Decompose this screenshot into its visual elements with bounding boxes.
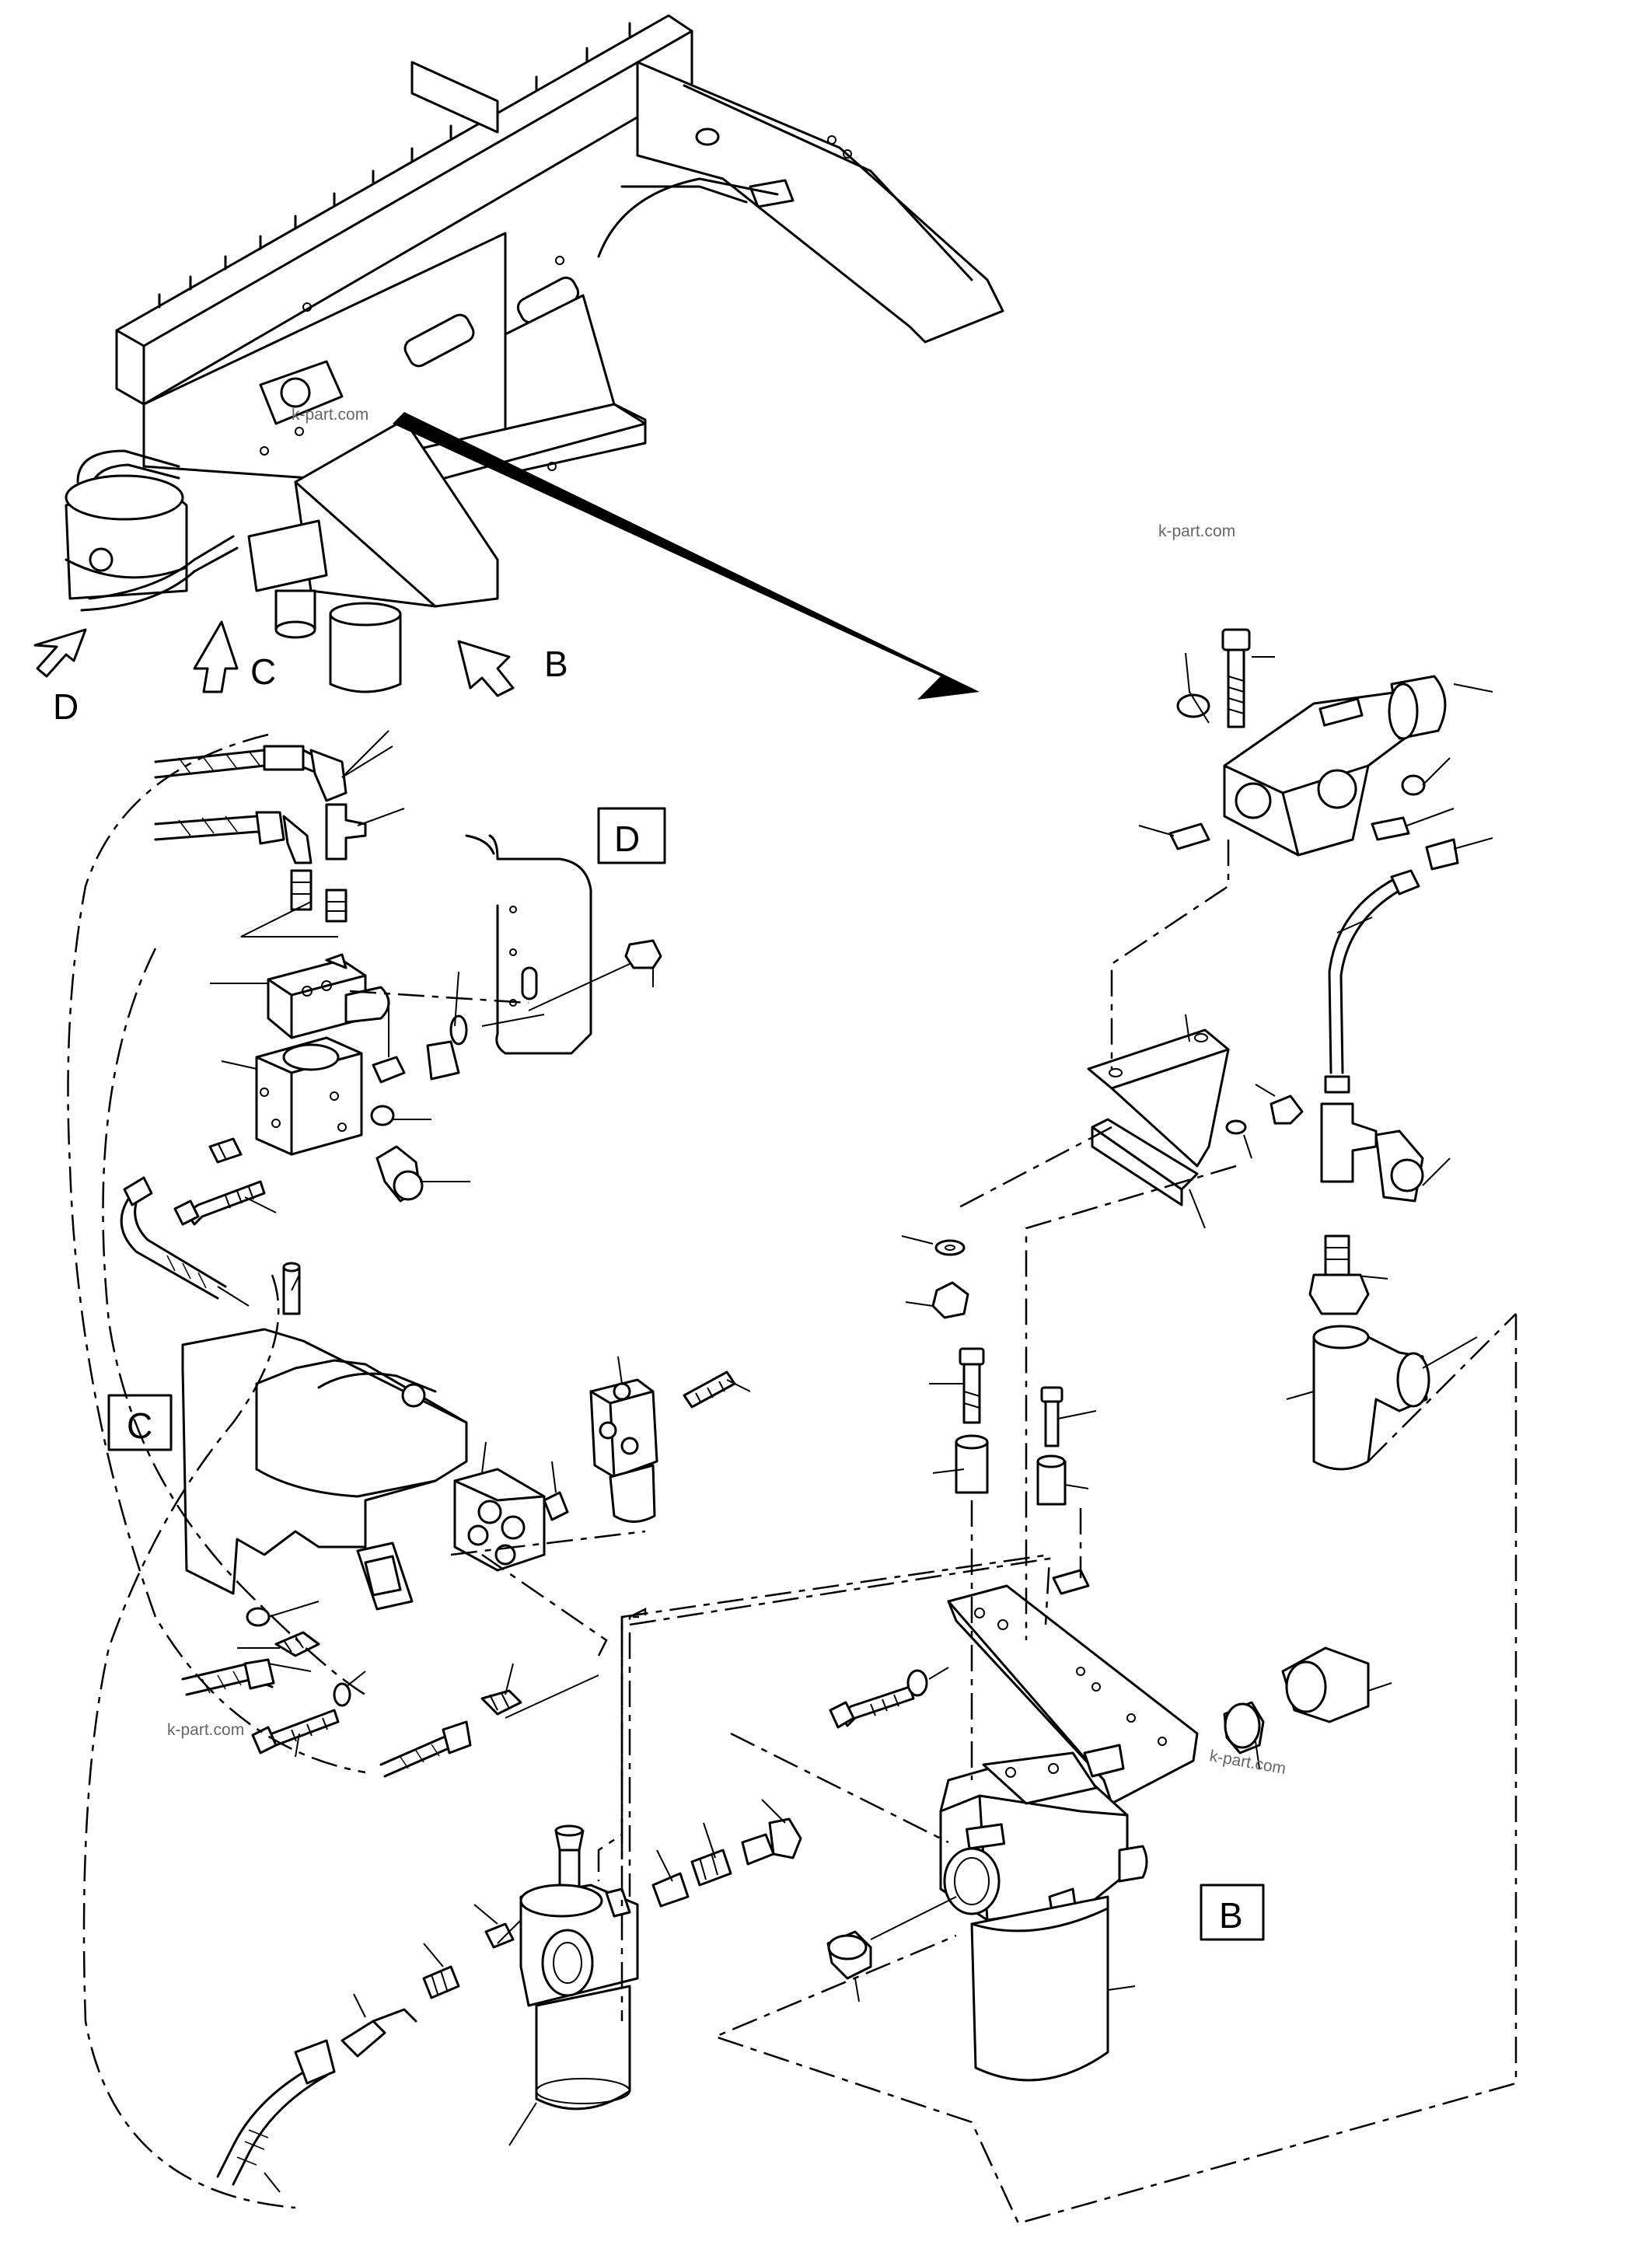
view-arrow-d: [33, 628, 87, 678]
bolts-spacers-group: [929, 1347, 1097, 1506]
view-arrow-b: [457, 640, 515, 697]
small-filter-group: [216, 1799, 802, 2193]
watermark-2: k-part.com: [1158, 522, 1235, 540]
detail-d-label: D: [614, 819, 640, 859]
detail-c-group: [181, 1328, 751, 1778]
view-label-b: B: [544, 644, 568, 684]
detail-pointer-wedge: [393, 412, 980, 700]
detail-c-label: C: [127, 1405, 152, 1446]
detail-c-box: [107, 1394, 173, 1451]
view-label-c: C: [250, 651, 276, 692]
detail-d-box: [597, 807, 666, 864]
view-label-d: D: [53, 686, 79, 727]
detail-d-group: [120, 730, 662, 1315]
detail-b-box: [1200, 1884, 1265, 1941]
main-filter-group: [826, 1569, 1392, 2082]
mounting-bracket-group: [1087, 1014, 1304, 1229]
pipe-and-tee-group: [1286, 869, 1478, 1471]
upper-right-valve-group: [1138, 628, 1493, 871]
frame-assembly: [65, 14, 1004, 693]
view-arrow-c: [193, 620, 239, 693]
nut-washer-group: [901, 1235, 969, 1319]
detail-b-label: B: [1219, 1895, 1243, 1936]
watermark-3: k-part.com: [167, 1721, 244, 1739]
watermark-4: k-part.com: [1208, 1747, 1287, 1778]
connection-lines: [67, 733, 1518, 2225]
watermark-1: k-part.com: [292, 406, 368, 424]
